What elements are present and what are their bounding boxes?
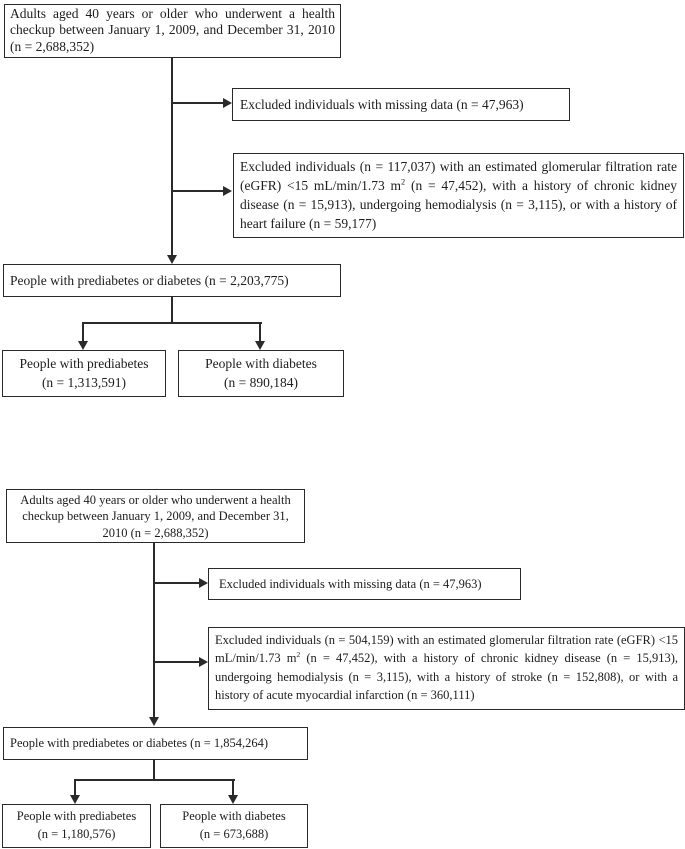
excluded-criteria-text-part2: (n = 47,452), with a history of chronic … — [240, 178, 677, 231]
connector-line — [171, 58, 173, 256]
squared-superscript: 2 — [401, 177, 406, 187]
arrowhead-down-icon — [78, 341, 88, 350]
connector-line — [154, 582, 200, 584]
combined-population-text: People with prediabetes or diabetes (n =… — [10, 736, 269, 750]
arrowhead-down-icon — [70, 795, 80, 804]
excluded-missing-box: Excluded individuals with missing data (… — [208, 568, 521, 600]
prediabetes-box: People with prediabetes (n = 1,313,591) — [2, 350, 166, 397]
prediabetes-count: (n = 1,313,591) — [41, 375, 127, 390]
excluded-criteria-box: Excluded individuals (n = 117,037) with … — [233, 153, 684, 238]
arrowhead-right-icon — [223, 186, 232, 196]
prediabetes-box: People with prediabetes (n = 1,180,576) — [2, 804, 151, 848]
combined-population-box: People with prediabetes or diabetes (n =… — [3, 727, 308, 760]
connector-line — [154, 661, 200, 663]
connector-line — [153, 760, 155, 780]
excluded-criteria-box: Excluded individuals (n = 504,159) with … — [208, 627, 685, 710]
prediabetes-label: People with prediabetes — [19, 356, 149, 371]
source-population-box: Adults aged 40 years or older who underw… — [6, 489, 305, 543]
squared-superscript: 2 — [296, 650, 301, 660]
connector-line — [259, 322, 261, 342]
connector-line — [82, 322, 84, 342]
diabetes-box: People with diabetes (n = 673,688) — [160, 804, 308, 848]
combined-population-box: People with prediabetes or diabetes (n =… — [3, 264, 341, 297]
excluded-criteria-text-part1: Excluded individuals (n = 117,037) with … — [240, 159, 677, 193]
arrowhead-right-icon — [199, 657, 208, 667]
diabetes-count: (n = 890,184) — [224, 375, 298, 390]
connector-line — [232, 779, 234, 797]
connector-line — [74, 779, 235, 781]
arrowhead-down-icon — [149, 717, 159, 726]
connector-line — [171, 297, 173, 323]
prediabetes-label: People with prediabetes — [16, 809, 137, 823]
source-population-text: Adults aged 40 years or older who underw… — [20, 493, 291, 540]
diabetes-count: (n = 673,688) — [199, 826, 269, 841]
connector-line — [74, 779, 76, 797]
diabetes-label: People with diabetes — [182, 809, 286, 823]
excluded-criteria-text-part1: Excluded individuals (n = 504,159) with … — [215, 633, 678, 666]
diabetes-box: People with diabetes (n = 890,184) — [178, 350, 344, 397]
arrowhead-down-icon — [167, 255, 177, 264]
excluded-missing-text: Excluded individuals with missing data (… — [219, 576, 482, 591]
arrowhead-right-icon — [223, 98, 232, 108]
arrowhead-down-icon — [255, 341, 265, 350]
arrowhead-right-icon — [199, 578, 208, 588]
excluded-missing-box: Excluded individuals with missing data (… — [232, 88, 570, 121]
source-population-box: Adults aged 40 years or older who underw… — [4, 4, 341, 58]
arrowhead-down-icon — [228, 795, 238, 804]
prediabetes-count: (n = 1,180,576) — [37, 826, 116, 841]
diabetes-label: People with diabetes — [205, 356, 317, 371]
connector-line — [153, 543, 155, 718]
excluded-missing-text: Excluded individuals with missing data (… — [240, 96, 524, 112]
excluded-criteria-text-part2: (n = 47,452), with a history of chronic … — [215, 651, 678, 703]
connector-line — [172, 102, 224, 104]
source-population-text: Adults aged 40 years or older who underw… — [10, 6, 335, 54]
combined-population-text: People with prediabetes or diabetes (n =… — [10, 272, 289, 288]
connector-line — [172, 190, 224, 192]
connector-line — [82, 322, 262, 324]
